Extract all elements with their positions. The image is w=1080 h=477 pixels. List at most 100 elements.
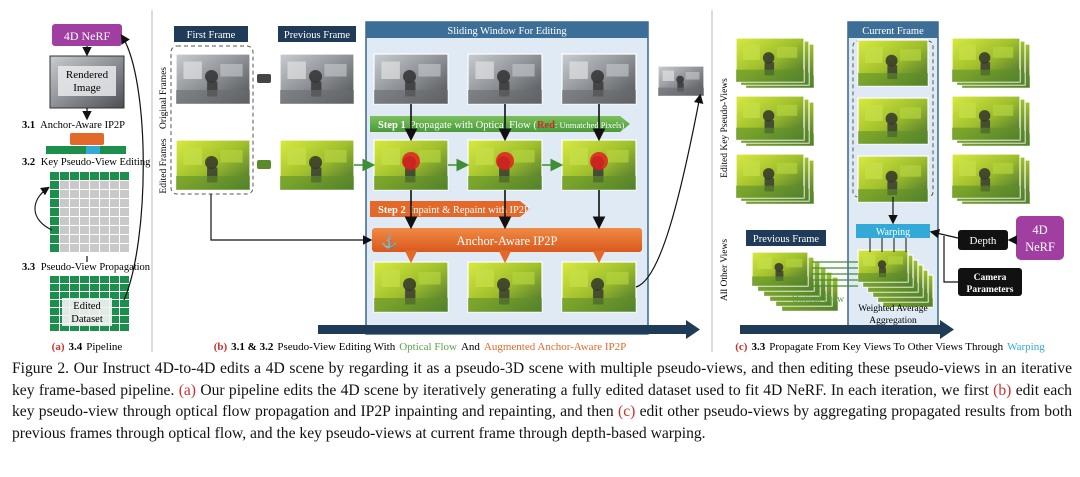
matrix-cell [110, 226, 119, 234]
edited-frame-thumb [373, 139, 449, 191]
matrix-cell [70, 235, 79, 243]
matrix-cell [60, 172, 69, 180]
matrix-cell [110, 292, 119, 299]
matrix-cell [120, 217, 129, 225]
other-views-stack [751, 251, 839, 312]
matrix-cell [90, 226, 99, 234]
camera-label-2: Parameters [967, 285, 1014, 295]
anchor-icon: ⚓ [381, 234, 397, 249]
matrix-cell [120, 172, 129, 180]
first-frame-label: First Frame [187, 30, 236, 41]
matrix-cell [110, 208, 119, 216]
matrix-cell [120, 181, 129, 189]
matrix-cell [70, 208, 79, 216]
anchor-aware-bar[interactable] [372, 228, 642, 252]
matrix-cell [100, 181, 109, 189]
rendered-label-1: Rendered [66, 69, 109, 81]
caption-prefix: Figure 2. Our Instruct 4D-to-4D edits a … [12, 360, 1072, 399]
matrix-cell [60, 244, 69, 252]
matrix-cell [70, 292, 79, 299]
matrix-cell [60, 190, 69, 198]
matrix-cell [70, 276, 79, 283]
key-view-thumb [951, 37, 1021, 83]
edited-label-1: Edited [73, 301, 101, 312]
step-32-label: 3.2 Key Pseudo-View Editing [22, 157, 151, 168]
original-frames-row [175, 53, 705, 105]
matrix-cell [60, 226, 69, 234]
step-31-label: 3.1 Anchor-Aware IP2P [22, 120, 125, 131]
matrix-cell [60, 217, 69, 225]
matrix-cell [50, 276, 59, 283]
matrix-cell [80, 181, 89, 189]
matrix-cell [50, 172, 59, 180]
matrix-cell [90, 199, 99, 207]
camera-icon [257, 74, 271, 83]
warped-views-stack [857, 249, 934, 308]
timeline-arrow [686, 320, 700, 339]
figure-caption: Figure 2. Our Instruct 4D-to-4D edits a … [12, 358, 1072, 444]
matrix-cell [80, 217, 89, 225]
matrix-cell [120, 190, 129, 198]
figure-diagram: 4D NeRF Rendered Image 3.1 Anchor-Aware … [22, 10, 1064, 353]
panel-a: 4D NeRF Rendered Image 3.1 Anchor-Aware … [22, 24, 151, 353]
matrix-cell [50, 324, 59, 331]
original-frames-label: Original Frames [159, 67, 169, 129]
matrix-cell [100, 190, 109, 198]
matrix-cell [50, 300, 59, 307]
matrix-cell [120, 226, 129, 234]
matrix-cell [60, 292, 69, 299]
matrix-cell [110, 235, 119, 243]
matrix-cell [100, 199, 109, 207]
caption-c-marker: (c) [618, 403, 636, 420]
matrix-cell [50, 284, 59, 291]
caption-b-marker: (b) [993, 381, 1012, 399]
matrix-cell [100, 226, 109, 234]
matrix-cell [110, 199, 119, 207]
final-frame-thumb [373, 261, 449, 313]
matrix-cell [80, 292, 89, 299]
matrix-cell [110, 172, 119, 180]
matrix-cell [100, 276, 109, 283]
matrix-cell [80, 190, 89, 198]
all-other-views-label: All Other Views [720, 239, 730, 301]
matrix-cell [110, 276, 119, 283]
depth-box [958, 230, 1008, 250]
key-views-center [857, 39, 929, 203]
matrix-cell [90, 292, 99, 299]
matrix-cell [90, 181, 99, 189]
final-frame-thumb [467, 261, 543, 313]
original-frame-thumb [373, 53, 449, 105]
edited-frames-label: Edited Frames [159, 138, 169, 193]
matrix-cell [80, 226, 89, 234]
caption-a-text: Our pipeline edits the 4D scene by itera… [200, 381, 989, 399]
key-view-thumb [857, 39, 929, 87]
key-view-thumb [735, 153, 805, 199]
matrix-cell [50, 208, 59, 216]
matrix-cell [50, 217, 59, 225]
matrix-cell [50, 199, 59, 207]
matrix-cell [120, 316, 129, 323]
matrix-cell [110, 217, 119, 225]
anchor-aware-label: Anchor-Aware IP2P [456, 234, 557, 248]
matrix-cell [90, 244, 99, 252]
matrix-cell [70, 324, 79, 331]
matrix-cell [50, 316, 59, 323]
matrix-cell [120, 308, 129, 315]
matrix-cell [60, 208, 69, 216]
edited-frame-thumb [279, 139, 355, 191]
previous-frame-label-box [278, 26, 356, 42]
panel-c: Current Frame Edited Key Pseudo-Views Al… [720, 21, 1064, 353]
matrix-cell [90, 235, 99, 243]
sliding-window-title: Sliding Window For Editing [447, 26, 567, 37]
matrix-cell [120, 244, 129, 252]
matrix-cell [70, 190, 79, 198]
matrix-cell [80, 208, 89, 216]
matrix-cell [60, 235, 69, 243]
edited-frame-thumb [561, 139, 637, 191]
matrix-cell [60, 284, 69, 291]
matrix-cell [70, 226, 79, 234]
